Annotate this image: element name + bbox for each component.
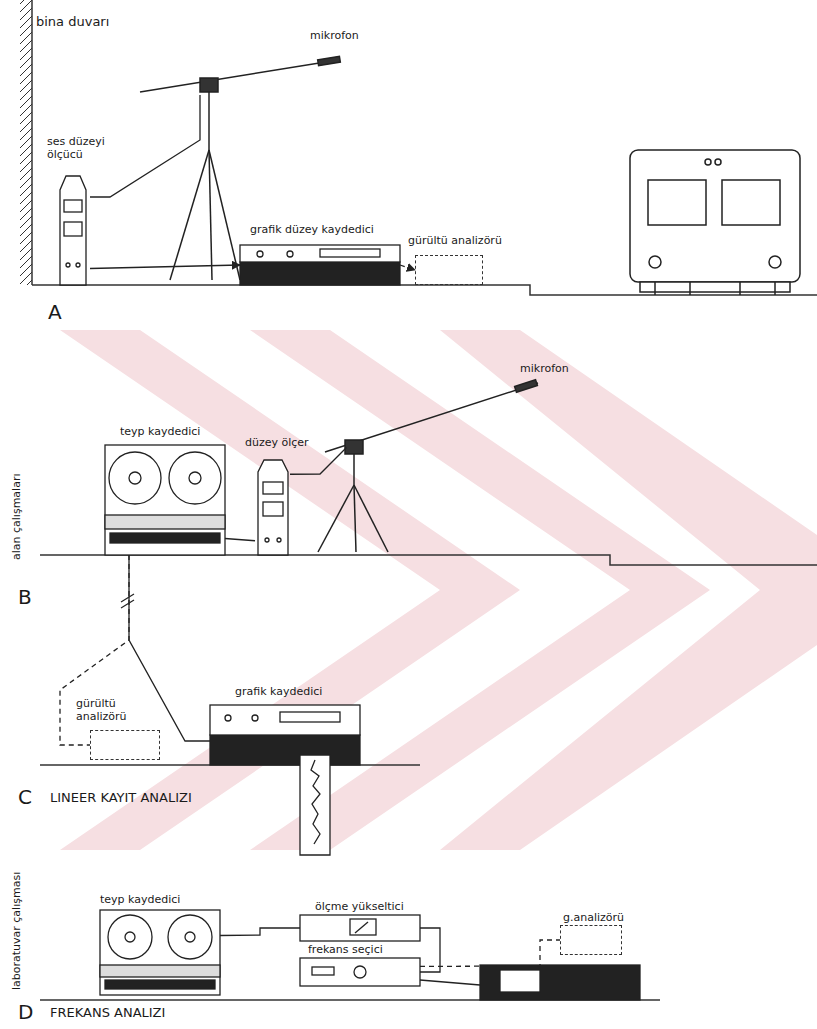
sound-level-meter: ses düzeyi ölçücü: [55, 175, 90, 285]
instrument-label: grafik kaydedici: [235, 685, 322, 698]
level-recorder: [420, 965, 640, 1000]
level-recorder: grafik düzey kaydedici: [240, 245, 400, 285]
section-label: alan çalışmaları: [10, 474, 23, 560]
cable: [420, 928, 440, 972]
instrument-label: gürültü analizörü: [408, 234, 502, 247]
instrument-label: gürültü analizörü: [76, 697, 151, 723]
sound-level-meter: [60, 176, 86, 285]
train: [630, 150, 800, 295]
panel-letter: B: [18, 585, 32, 609]
panel-title: FREKANS ANALIZI: [50, 1005, 165, 1020]
instrument-label: g.analizörü: [563, 911, 624, 924]
watermark: [60, 330, 817, 850]
level-recorder: [240, 245, 400, 285]
cable: [420, 940, 560, 966]
graphic-recorder: [210, 705, 360, 855]
instrument-label: ölçme yükseltici: [315, 900, 404, 913]
instrument-label: ses düzeyi ölçücü: [47, 135, 109, 161]
analyzer: g.analizörü: [560, 925, 622, 955]
tape-recorder: teyp kaydedici: [100, 910, 220, 995]
instrument-label: grafik düzey kaydedici: [250, 223, 374, 236]
cable: [225, 539, 255, 541]
cable: [220, 928, 300, 936]
wall-label: bina duvarı: [36, 14, 109, 29]
cable: [400, 265, 415, 270]
wall-hatch: [20, 0, 32, 285]
cable: [90, 265, 240, 269]
instrument-label: mikrofon: [310, 29, 359, 42]
section-label: laboratuvar çalışması: [10, 872, 23, 990]
microphone: mikrofon: [325, 380, 540, 455]
tape-recorder: teyp kaydedici: [105, 445, 225, 555]
cable: [290, 448, 347, 475]
instrument-label: mikrofon: [520, 362, 569, 375]
measuring-amplifier: ölçme yükseltici: [300, 915, 420, 941]
tripod: [318, 380, 538, 552]
cable: [129, 555, 210, 741]
instrument-label: teyp kaydedici: [100, 893, 180, 906]
graphic-recorder: grafik kaydedici: [210, 705, 360, 765]
instrument-label: frekans seçici: [308, 943, 383, 956]
frequency-selector: frekans seçici: [300, 958, 420, 986]
ground-line: [40, 555, 817, 565]
panel-title: LINEER KAYIT ANALIZI: [50, 790, 192, 805]
panel-letter: C: [18, 785, 32, 809]
sound-level-meter: [258, 460, 288, 555]
instrument-label: düzey ölçer: [245, 436, 309, 449]
noise-analyzer: gürültü analizörü: [90, 730, 160, 760]
panel-letter: A: [48, 300, 62, 324]
microphone: mikrofon: [140, 55, 340, 95]
cable: [90, 95, 200, 197]
level-meter: düzey ölçer: [255, 460, 290, 555]
instrument-label: teyp kaydedici: [120, 425, 200, 438]
tape-recorder: [100, 910, 220, 995]
tape-recorder: [105, 445, 225, 555]
break-mark: [121, 594, 134, 608]
panel-letter: D: [18, 1000, 33, 1024]
amplifier: [300, 915, 420, 986]
noise-analyzer: gürültü analizörü: [415, 255, 483, 285]
